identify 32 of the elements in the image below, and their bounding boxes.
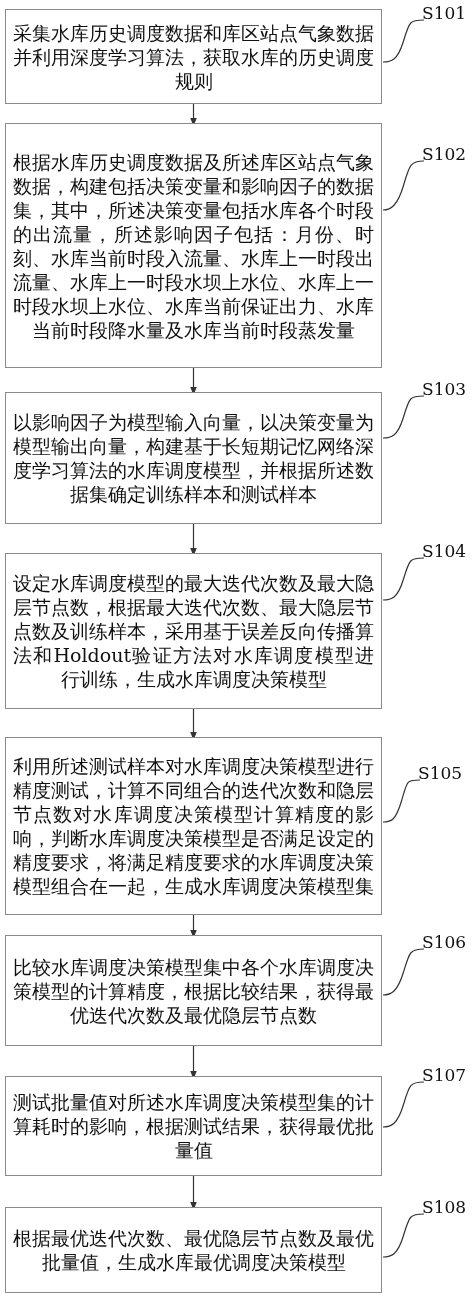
step-number: S105 — [418, 762, 463, 784]
process-box — [5, 392, 382, 524]
step-text: 根据最优迭代次数、最优隐层节点数及最优批量值，生成水库最优调度决策模型 — [13, 1226, 374, 1274]
step-text: 比较水库调度决策模型集中各个水库调度决策模型的计算精度，根据比较结果，获得最优迭代次数及最优隐层节点数 — [13, 954, 374, 1027]
step-number: S101 — [422, 2, 467, 24]
leader-line — [382, 395, 425, 439]
step-number: S108 — [422, 1196, 467, 1218]
process-box — [5, 1076, 382, 1176]
step-text: 根据水库历史调度数据及所述库区站点气象数据，构建包括决策变量和影响因子的数据集，其中，所述决策变量包括水库各个时段的出流量，所述影响因子包括：月份、时刻、水库当前时段入流量、水库上一时段出流量、水库上一时段水坝上水位、水库上一时段水坝上水位、水库当前保证出力、水库当前时段降水量及水库当前时段蒸发量 — [13, 149, 374, 342]
step-text: 测试批量值对所述水库调度决策模型集的计算耗时的影响，根据测试结果，获得最优批量值 — [13, 1090, 374, 1162]
step-number: S104 — [422, 540, 467, 562]
process-box — [5, 553, 382, 709]
process-box — [5, 737, 382, 915]
leader-line — [382, 160, 425, 211]
leader-line — [382, 1081, 425, 1128]
leader-line — [382, 19, 425, 63]
step-number: S102 — [422, 143, 467, 165]
step-text: 利用所述测试样本对水库调度决策模型进行精度测试，计算不同组合的迭代次数和隐层节点数对水库调度决策模型计算精度的影响，判断水库调度决策模型是否满足设定的精度要求，将满足精度要求的水库调度决策模型组合在一起，生成水库调度决策模型集 — [13, 754, 374, 898]
step-number: S103 — [422, 378, 467, 400]
step-text: 以影响因子为模型输入向量，以决策变量为模型输出向量，构建基于长短期记忆网络深度学习算法的水库调度模型，并根据所述数据集确定训练样本和测试样本 — [13, 410, 374, 506]
step-number: S107 — [422, 1064, 467, 1086]
process-box — [5, 9, 382, 104]
process-box — [5, 123, 382, 368]
process-box — [5, 1207, 382, 1293]
step-text: 采集水库历史调度数据和库区站点气象数据并利用深度学习算法，获取水库的历史调度规则 — [13, 20, 374, 93]
leader-line — [382, 948, 425, 996]
step-text: 设定水库调度模型的最大迭代次数及最大隐层节点数，根据最大迭代次数、最大隐层节点数及训练样本，采用基于误差反向传播算法和Holdout验证方法对水库调度模型进行训练，生成水库调度决策模型 — [13, 571, 374, 691]
leader-line — [382, 557, 425, 601]
leader-line — [382, 779, 421, 823]
step-number: S106 — [422, 931, 467, 953]
process-box — [5, 935, 382, 1046]
leader-line — [382, 1213, 425, 1258]
